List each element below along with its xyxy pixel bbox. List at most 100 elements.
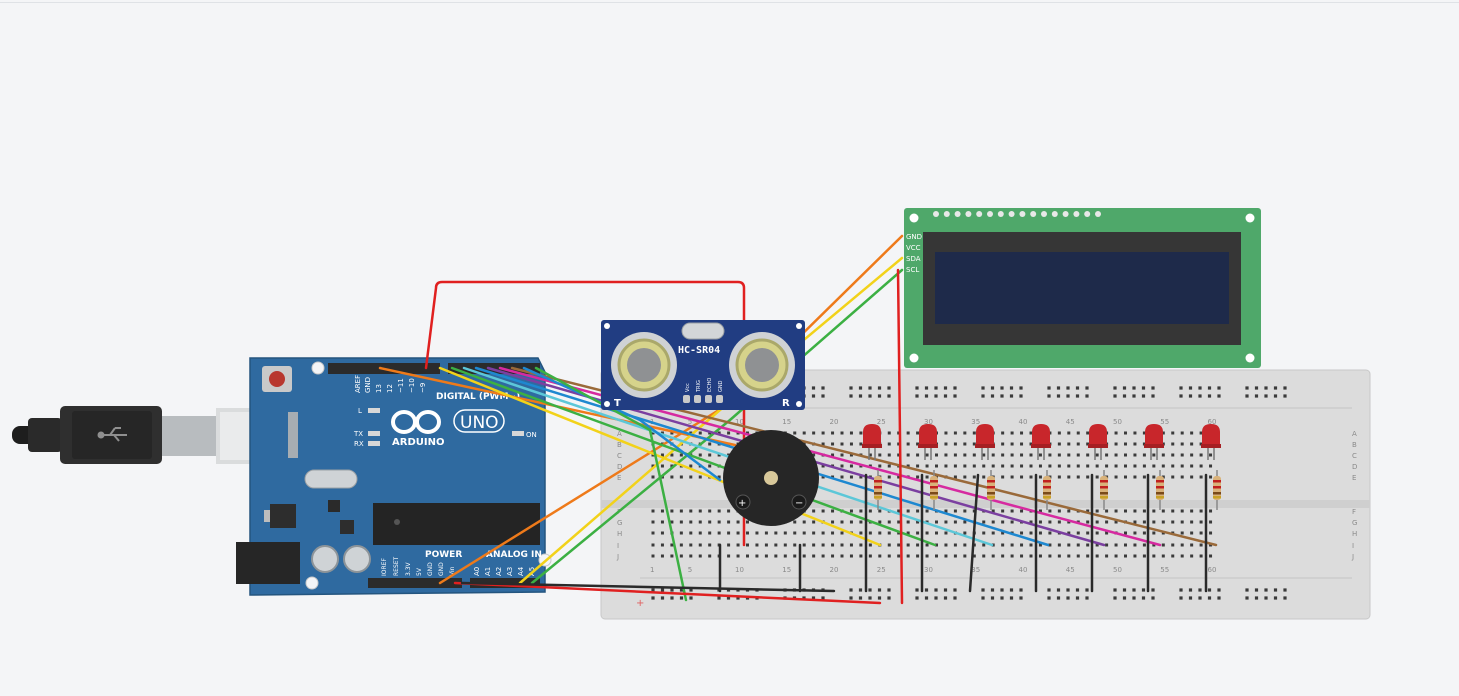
col-number-bottom: 50: [1113, 566, 1122, 574]
pin-label-12: 12: [386, 384, 394, 393]
col-number-top: 40: [1019, 418, 1028, 426]
led-array[interactable]: [862, 424, 1221, 510]
col-number-bottom: 40: [1019, 566, 1028, 574]
row-letter-left: H: [617, 530, 622, 538]
resistor-2[interactable]: [930, 470, 938, 510]
led-1[interactable]: [862, 424, 882, 460]
lcd-header-pin[interactable]: [1073, 211, 1080, 217]
breadboard-plus: +: [636, 598, 644, 609]
pin-label-gnd2: GND: [427, 562, 434, 576]
resistor-7[interactable]: [1213, 470, 1221, 510]
col-number-bottom: 45: [1066, 566, 1075, 574]
lcd-header-pin[interactable]: [943, 211, 950, 217]
wire-green-led2[interactable]: [450, 366, 937, 547]
wire-red-rail[interactable]: [453, 581, 882, 605]
lcd-header-pin[interactable]: [954, 211, 961, 217]
pin-label-3v3: 3.3V: [405, 561, 412, 576]
lcd-header-pin[interactable]: [1041, 211, 1047, 217]
power-header[interactable]: [368, 578, 462, 588]
sensor-t-label: T: [614, 398, 621, 409]
analog-in-label: ANALOG IN: [486, 550, 542, 560]
led-2[interactable]: [918, 424, 938, 460]
wire-cyan-led3[interactable]: [462, 366, 994, 547]
power-jack[interactable]: [236, 542, 300, 584]
resistor-1[interactable]: [874, 470, 882, 510]
lcd-display[interactable]: GND VCC SDA SCL: [904, 208, 1261, 368]
rx-label: RX: [354, 440, 364, 448]
pin-label-gnd: GND: [364, 377, 372, 393]
sensor-trig-label: TRIG: [696, 380, 702, 393]
col-number-bottom: 1: [650, 566, 654, 574]
wire-black-rail[interactable]: [460, 581, 836, 593]
resistor-3[interactable]: [987, 470, 995, 510]
col-number-top: 25: [877, 418, 886, 426]
col-number-top: 10: [735, 418, 744, 426]
led-5[interactable]: [1088, 424, 1108, 460]
lcd-header-pin[interactable]: [933, 211, 939, 217]
wire-black-5[interactable]: [968, 473, 980, 593]
svg-text:−: −: [795, 498, 803, 509]
pin-label-a3: A3: [506, 567, 514, 576]
led-4[interactable]: [1031, 424, 1051, 460]
lcd-header-pin[interactable]: [965, 211, 972, 217]
arduino-uno-board[interactable]: AREF GND 13 12 ~11 ~10 ~9 DIGITAL (PWM~)…: [236, 357, 552, 596]
lcd-header-pin[interactable]: [1019, 211, 1026, 217]
wire-red-5v[interactable]: [424, 280, 746, 547]
pin-label-ioref: IOREF: [381, 558, 388, 576]
led-7[interactable]: [1201, 424, 1221, 460]
lcd-header-pin[interactable]: [997, 211, 1004, 217]
toolbar-divider: [0, 2, 1459, 3]
piezo-buzzer[interactable]: + −: [723, 430, 819, 526]
lcd-header-pin[interactable]: [1084, 211, 1091, 217]
col-number-bottom: 10: [735, 566, 744, 574]
lcd-header-pin[interactable]: [1008, 211, 1015, 217]
wire-yellow-led1[interactable]: [438, 366, 882, 547]
row-letter-right: D: [1352, 463, 1357, 471]
lcd-header-pin[interactable]: [1051, 211, 1058, 217]
sensor-echo-label: ECHO: [707, 378, 713, 392]
resistor-6[interactable]: [1156, 470, 1164, 510]
pin-label-gnd3: GND: [438, 562, 445, 576]
lcd-header-pin[interactable]: [1030, 211, 1037, 217]
row-letter-left: A: [617, 430, 622, 438]
arduino-logo: ARDUINO UNO: [391, 409, 505, 448]
sensor-r-label: R: [782, 398, 790, 409]
resistor-5[interactable]: [1100, 470, 1108, 510]
col-number-top: 30: [924, 418, 933, 426]
col-number-top: 35: [971, 418, 980, 426]
led-6[interactable]: [1144, 424, 1164, 460]
lcd-header-pin[interactable]: [987, 211, 993, 217]
led-3[interactable]: [975, 424, 995, 460]
wire-blue-buzzer[interactable]: [522, 366, 722, 482]
row-letter-left: I: [617, 542, 619, 550]
col-number-top: 50: [1113, 418, 1122, 426]
pin-label-a0: A0: [473, 567, 481, 576]
svg-text:+: +: [738, 498, 746, 509]
pin-label-a2: A2: [495, 567, 503, 576]
wire-green-lcd[interactable]: [530, 268, 904, 585]
col-number-bottom: 55: [1160, 566, 1169, 574]
row-letter-left: B: [617, 441, 622, 449]
pin-label-a1: A1: [484, 567, 492, 576]
lcd-header-pin[interactable]: [976, 211, 983, 217]
lcd-header-pin[interactable]: [1095, 211, 1101, 217]
row-letter-right: E: [1352, 474, 1356, 482]
resistor-4[interactable]: [1043, 470, 1051, 510]
row-letter-right: G: [1352, 519, 1357, 527]
col-number-bottom: 30: [924, 566, 933, 574]
lcd-scl-label: SCL: [906, 266, 919, 274]
led-l-label: L: [358, 407, 362, 415]
reset-button[interactable]: [262, 366, 292, 392]
wire-green-gnd[interactable]: [534, 366, 688, 602]
pin-label-vin: Vin: [449, 566, 456, 576]
pin-label-5v: 5V: [416, 567, 423, 576]
hc-sr04-sensor[interactable]: HC-SR04 T R Vcc TRIG ECHO GND: [601, 320, 805, 410]
col-number-bottom: 5: [688, 566, 692, 574]
lcd-gnd-label: GND: [906, 233, 922, 241]
digital-pwm-label: DIGITAL (PWM~): [436, 392, 520, 402]
wire-red-lcd-vcc[interactable]: [896, 268, 904, 605]
col-number-bottom: 15: [782, 566, 791, 574]
col-number-top: 55: [1160, 418, 1169, 426]
lcd-header-pin[interactable]: [1062, 211, 1069, 217]
